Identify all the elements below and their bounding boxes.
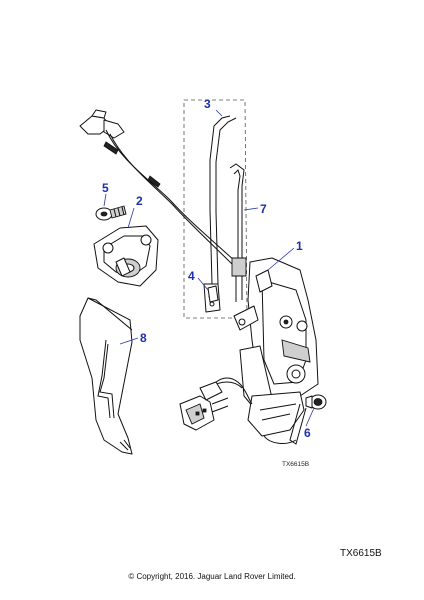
callout-4: 4 <box>188 269 195 283</box>
callout-5: 5 <box>102 181 109 195</box>
callout-2: 2 <box>136 194 143 208</box>
callout-7: 7 <box>260 202 267 216</box>
item-2-striker <box>93 225 159 287</box>
leader-lines <box>103 109 315 427</box>
item-6-grommet <box>305 394 327 410</box>
item-7-rod <box>229 163 247 302</box>
release-cable <box>79 109 237 267</box>
copyright-notice: © Copyright, 2016. Jaguar Land Rover Lim… <box>128 572 296 581</box>
harness-connector <box>179 377 253 431</box>
item-8-cover <box>79 297 133 455</box>
callout-8: 8 <box>140 331 147 345</box>
item-1-latch-assembly <box>233 257 319 445</box>
item-5-screw <box>95 205 127 221</box>
callout-1: 1 <box>296 239 303 253</box>
callout-6: 6 <box>304 426 311 440</box>
drawing-code-small: TX6615B <box>282 461 309 468</box>
group-outline-item-3 <box>183 99 248 319</box>
callout-3: 3 <box>204 97 211 111</box>
item-3-rod <box>203 115 237 313</box>
item-4-clip <box>207 285 219 303</box>
drawing-code: TX6615B <box>340 548 382 559</box>
callout-labels: 3 7 1 5 2 4 8 6 <box>102 97 311 440</box>
